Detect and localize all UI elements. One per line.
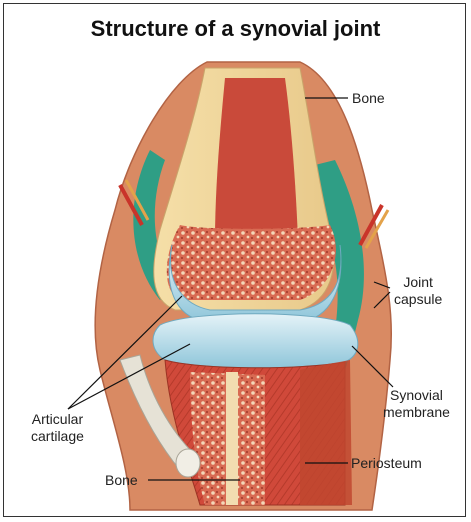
label-joint-capsule-line2: capsule	[394, 291, 442, 308]
lower-bone-cortex-strip	[226, 372, 238, 505]
label-bone-top-text: Bone	[352, 90, 385, 106]
ligament-cut-end	[176, 449, 200, 477]
label-bone-bottom: Bone	[105, 472, 138, 489]
label-periosteum: Periosteum	[351, 455, 422, 472]
label-bone-top: Bone	[352, 90, 385, 107]
articular-cartilage-lower	[153, 314, 358, 368]
label-joint-capsule: Joint capsule	[394, 274, 442, 308]
label-articular-line1: Articular	[31, 411, 84, 428]
upper-spongy-bone	[167, 225, 336, 300]
label-synovial-membrane: Synovial membrane	[383, 387, 450, 421]
diagram-title: Structure of a synovial joint	[0, 16, 471, 42]
label-articular-line2: cartilage	[31, 428, 84, 445]
label-joint-capsule-line1: Joint	[394, 274, 442, 291]
label-synovial-line1: Synovial	[383, 387, 450, 404]
label-synovial-line2: membrane	[383, 404, 450, 421]
label-articular-cartilage: Articular cartilage	[31, 411, 84, 445]
label-periosteum-text: Periosteum	[351, 455, 422, 471]
label-bone-bottom-text: Bone	[105, 472, 138, 488]
periosteum-shape	[300, 360, 352, 505]
upper-marrow	[215, 78, 298, 240]
